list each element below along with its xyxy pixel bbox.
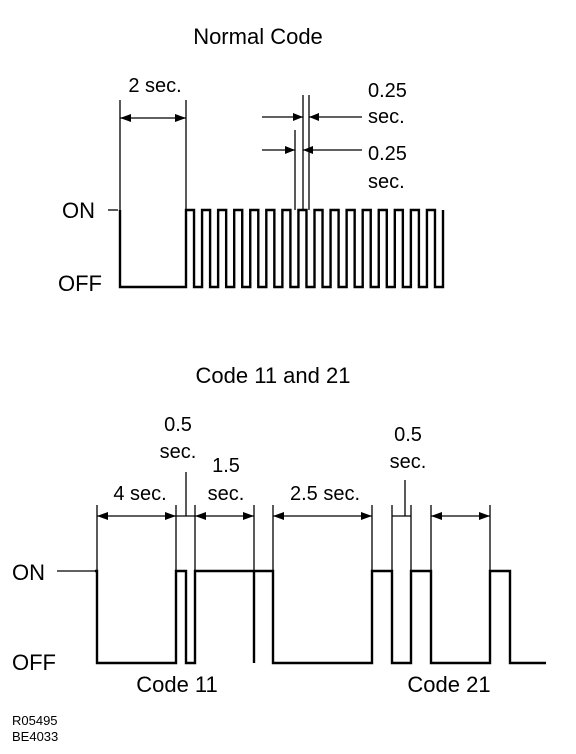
code-4sec-label: 4 sec. [113,483,166,505]
code-21-last-arrow-r [479,512,490,520]
code-25sec-label: 2.5 sec. [290,483,360,505]
code-25-arrow-l [273,512,284,520]
normal-pulse-on-label-value: 0.25 [368,80,407,102]
reference-number-1: R05495 [12,713,58,728]
reference-number-2: BE4033 [12,729,58,744]
code-15-value: 1.5 [212,455,240,477]
code-05-right-unit: sec. [390,451,427,473]
code-4sec-arrow-r [165,512,176,520]
normal-code-title: Normal Code [193,24,323,49]
code-15-arrow-l [195,512,206,520]
code-off-label: OFF [12,650,56,675]
normal-pulse-on-arrow-right [309,113,319,121]
code-on-label: ON [12,560,45,585]
normal-pulse-off-label-unit: sec. [368,171,405,193]
code-15-unit: sec. [208,483,245,505]
code-11-label: Code 11 [136,672,218,697]
normal-2sec-label: 2 sec. [128,75,181,97]
code-11-21-waveform [95,569,546,665]
code-25-arrow-r [361,512,372,520]
code-05-right-value: 0.5 [394,424,422,446]
code-05-left-unit: sec. [160,441,197,463]
code-11-21-title: Code 11 and 21 [196,363,351,388]
normal-pulse-off-arrow-right [303,146,313,154]
normal-code-waveform [118,208,445,289]
code-15-arrow-r [243,512,254,520]
code-21-last-arrow-l [431,512,442,520]
normal-on-label: ON [62,198,95,223]
code-05-left-value: 0.5 [164,414,192,436]
normal-pulse-off-label-value: 0.25 [368,143,407,165]
normal-2sec-arrow-right [175,114,186,122]
code-21-label: Code 21 [407,672,490,697]
normal-pulse-on-label-unit: sec. [368,106,405,128]
normal-pulse-on-arrow-left [293,113,303,121]
code-4sec-arrow-l [97,512,108,520]
normal-off-label: OFF [58,271,102,296]
normal-pulse-off-arrow-left [285,146,295,154]
normal-2sec-arrow-left [120,114,131,122]
